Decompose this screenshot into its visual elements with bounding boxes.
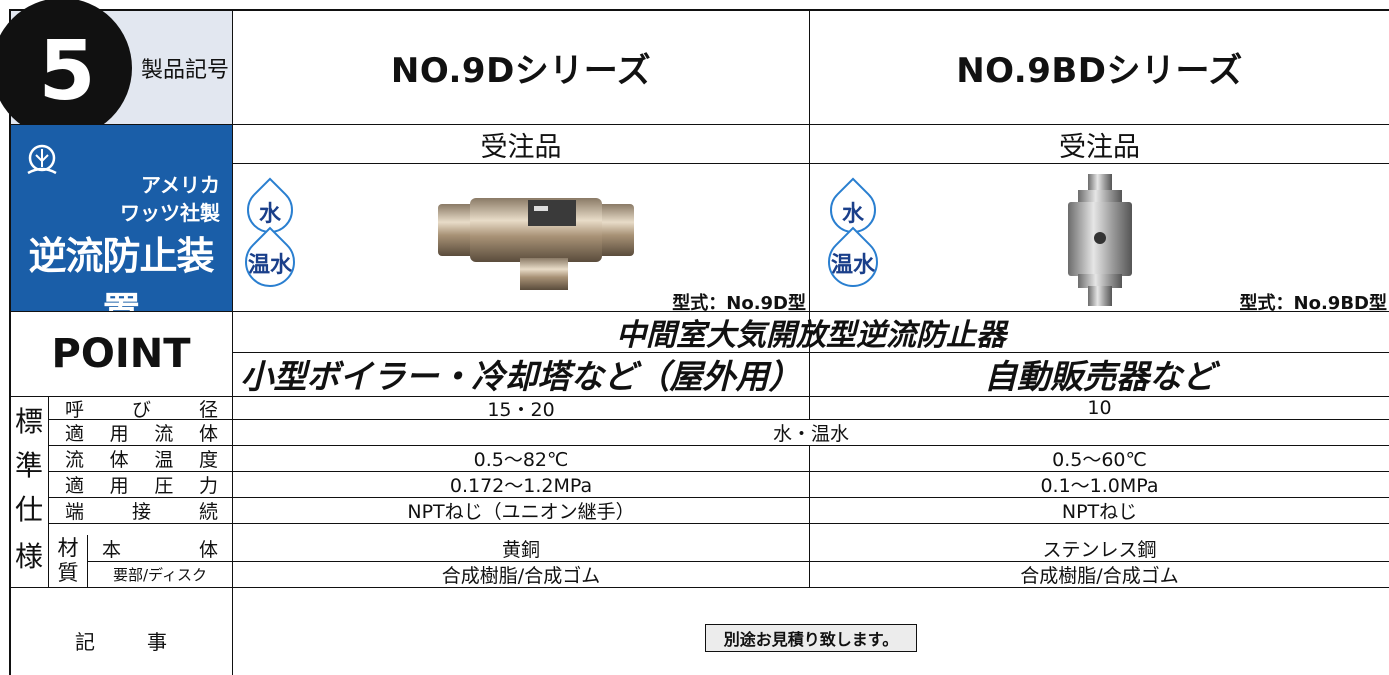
point-label: POINT: [51, 331, 191, 377]
spec-connection-9d: NPTねじ（ユニオン継手）: [407, 501, 635, 523]
spec-pressure-9d: 0.172〜1.2MPa: [449, 475, 593, 497]
brand-line2: ワッツ社製: [120, 201, 220, 225]
row-line-banner: [233, 352, 1389, 353]
brand-line1: アメリカ: [141, 173, 220, 197]
frame-left: [9, 9, 11, 675]
spec-disc-9d: 合成樹脂/合成ゴム: [441, 565, 601, 587]
model-9d: 型式：No.9D型: [672, 293, 806, 314]
section-number: 5: [38, 24, 96, 119]
row-line-header: [10, 124, 1389, 125]
model-9bd: 型式：No.9BD型: [1239, 293, 1387, 314]
point-sub-9bd: 自動販売器など: [984, 357, 1215, 396]
notes-label: 記事: [75, 629, 167, 654]
spec-fluid-merged: 水・温水: [772, 423, 849, 445]
spec-label-body: 本体: [102, 539, 218, 561]
spec-size-9bd: 10: [1087, 397, 1112, 419]
series-title-9bd: NO.9BDシリーズ: [956, 50, 1243, 91]
row-line-2: [49, 445, 1389, 446]
spec-label-size: 呼び径: [65, 398, 218, 421]
row-line-specs-end: [10, 587, 1389, 588]
valve-9bd-image-icon: [1068, 174, 1132, 306]
spec-label-temperature: 流体温度: [65, 449, 218, 471]
spec-label-fluid: 適用流体: [65, 423, 218, 445]
fluid-label-water-9bd: 水: [841, 202, 864, 227]
spec-material-char-2: 質: [57, 561, 79, 585]
notes-text: 別途お見積り致します。: [705, 624, 917, 652]
row-line-6: [88, 561, 1389, 562]
spec-body-9bd: ステンレス鋼: [1042, 539, 1157, 561]
point-sub-9d: 小型ボイラー・冷却塔など（屋外用）: [240, 357, 802, 396]
brand-panel: アメリカ ワッツ社製 逆流防止装置: [10, 125, 232, 333]
water-logo-icon: [27, 144, 57, 175]
fluid-label-water-9d: 水: [258, 202, 281, 227]
spec-body-9d: 黄銅: [501, 539, 540, 561]
spec-disc-9bd: 合成樹脂/合成ゴム: [1020, 565, 1179, 587]
fluid-label-hot-9d: 温水: [247, 253, 292, 278]
col-divider-mid-top: [809, 10, 810, 352]
product-code-label: 製品記号: [140, 58, 229, 83]
category-divider: [48, 396, 49, 587]
row-line-image: [10, 311, 1389, 312]
fluid-label-hot-9bd: 温水: [830, 253, 875, 278]
col-divider-mid-specs: [809, 445, 810, 587]
valve-9d-image-icon: [438, 198, 634, 290]
spec-category-char-2: 準: [14, 449, 43, 482]
spec-connection-9bd: NPTねじ: [1061, 501, 1138, 523]
frame-top: [10, 9, 1389, 11]
col-divider-mid-sub: [809, 352, 810, 420]
material-divider: [87, 535, 88, 587]
spec-label-pressure: 適用圧力: [65, 475, 218, 497]
series-title-9d: NO.9Dシリーズ: [390, 50, 652, 91]
spec-label-disc: 要部/ディスク: [112, 566, 207, 584]
spec-size-9d: 15・20: [487, 398, 555, 421]
spec-category-char-1: 標: [14, 405, 43, 438]
row-line-3: [49, 471, 1389, 472]
spec-category-char-4: 様: [14, 540, 43, 573]
spec-material-char-1: 材: [57, 536, 79, 560]
row-line-1: [49, 419, 1389, 420]
section-number-badge: 5: [0, 0, 132, 138]
order-9bd: 受注品: [1059, 131, 1140, 163]
row-line-4: [49, 497, 1389, 498]
row-line-5: [49, 523, 1389, 524]
row-line-point: [10, 396, 1389, 397]
spec-category-char-3: 仕: [14, 493, 43, 526]
spec-temperature-9d: 0.5〜82℃: [473, 449, 569, 471]
col-divider-left: [232, 10, 233, 675]
row-line-order: [233, 163, 1389, 164]
spec-pressure-9bd: 0.1〜1.0MPa: [1040, 475, 1159, 497]
spec-label-connection: 端接続: [65, 501, 218, 523]
spec-temperature-9bd: 0.5〜60℃: [1052, 449, 1147, 471]
point-banner: 中間室大気開放型逆流防止器: [616, 318, 1006, 353]
order-9d: 受注品: [480, 131, 562, 163]
